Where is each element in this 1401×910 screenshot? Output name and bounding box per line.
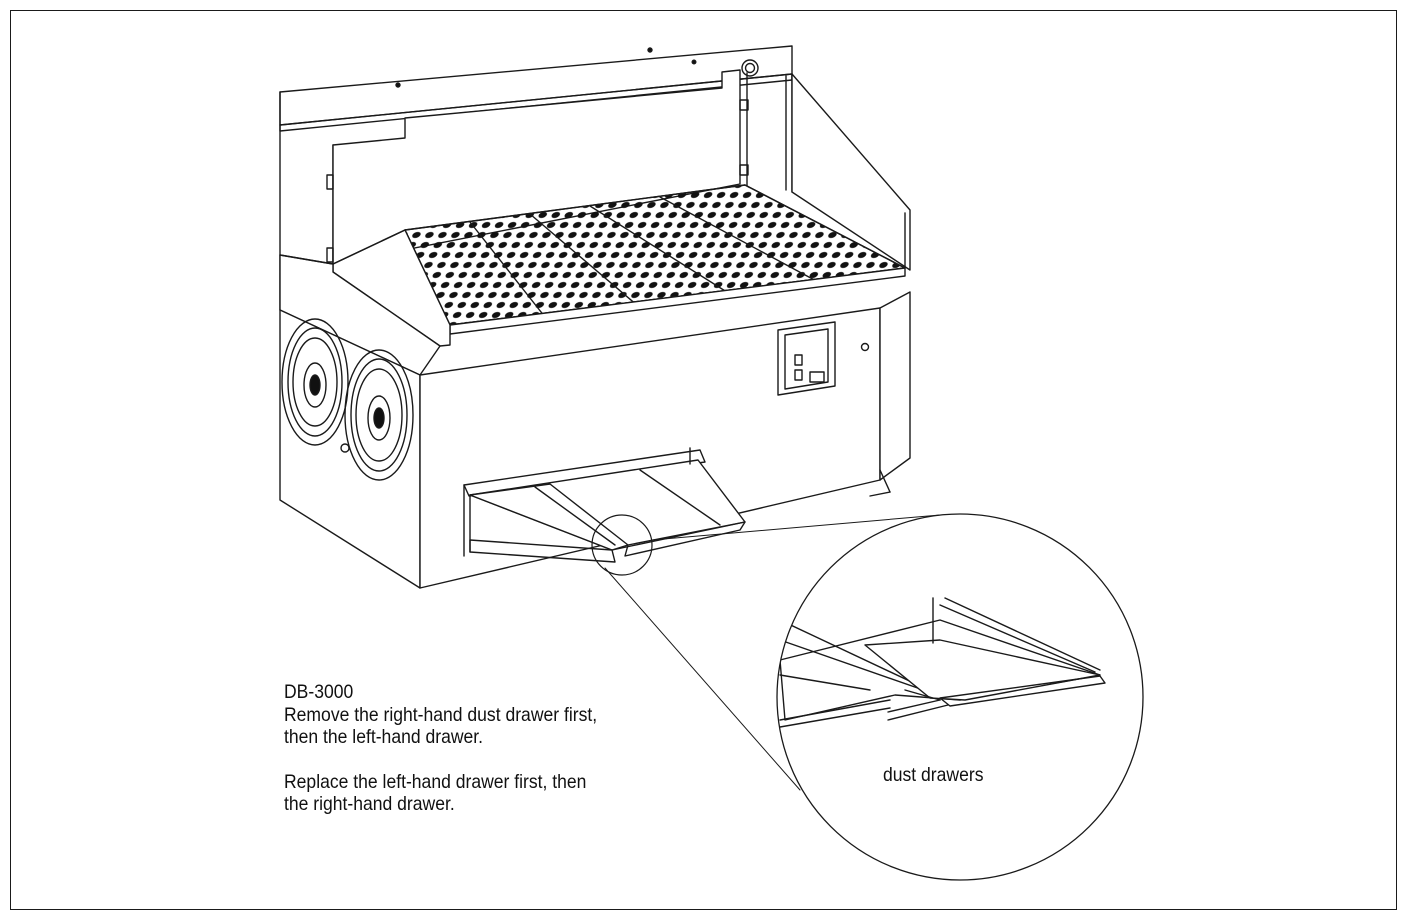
callout-leaders [591,514,941,791]
instruction-caption: DB-3000 Remove the right-hand dust drawe… [284,681,698,816]
remove-instruction-line-1: Remove the right-hand dust drawer first, [284,703,598,726]
base-front [419,291,911,589]
control-panel [777,321,870,396]
replace-instruction-line-1: Replace the left-hand drawer first, then [284,770,587,793]
dust-drawers-label: dust drawers [883,764,984,786]
replace-instruction-line-2: the right-hand drawer. [284,793,455,815]
model-label: DB-3000 [284,681,354,703]
side-panel [785,73,911,271]
zoom-detail [779,597,1106,728]
left-cabinet [279,254,441,589]
fan-left [281,318,349,446]
perforated-worktop [332,184,906,347]
dust-drawers [463,447,746,563]
fan-right [344,349,414,481]
remove-instruction-line-2: then the left-hand drawer. [284,726,484,748]
zoom-circle [776,513,1144,881]
